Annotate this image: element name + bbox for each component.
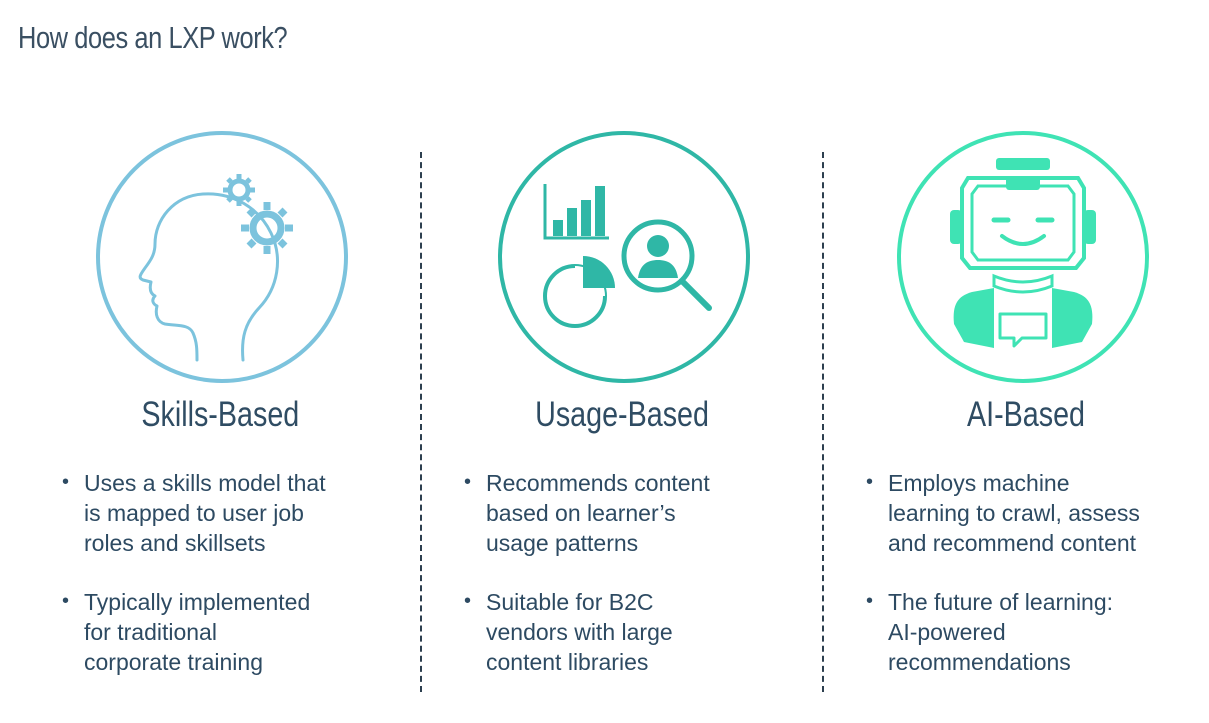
bullet-list: Recommends content based on learner’s us…: [460, 467, 820, 706]
bullet-item: Uses a skills model that is mapped to us…: [58, 467, 418, 558]
bullet-item: Typically implemented for traditional co…: [58, 586, 418, 677]
column-heading: Usage-Based: [535, 395, 709, 434]
bullet-item: Suitable for B2C vendors with large cont…: [460, 586, 820, 677]
column-ai-based: AI-Based Employs machine learning to cra…: [826, 0, 1209, 723]
analytics-search-icon: [495, 128, 753, 386]
bullet-item: The future of learning: AI-powered recom…: [862, 586, 1209, 677]
bullet-list: Employs machine learning to crawl, asses…: [862, 467, 1209, 706]
column-heading: Skills-Based: [141, 395, 299, 434]
column-usage-based: Usage-Based Recommends content based on …: [422, 0, 822, 723]
bullet-list: Uses a skills model that is mapped to us…: [58, 467, 418, 706]
page-title: How does an LXP work?: [18, 20, 288, 55]
column-heading: AI-Based: [966, 395, 1086, 434]
robot-icon: [894, 128, 1152, 386]
column-divider: [822, 152, 824, 692]
column-divider: [420, 152, 422, 692]
bullet-item: Recommends content based on learner’s us…: [460, 467, 820, 558]
head-gears-icon: [93, 128, 351, 386]
column-skills-based: Skills-Based Uses a skills model that is…: [20, 0, 420, 723]
bullet-item: Employs machine learning to crawl, asses…: [862, 467, 1209, 558]
